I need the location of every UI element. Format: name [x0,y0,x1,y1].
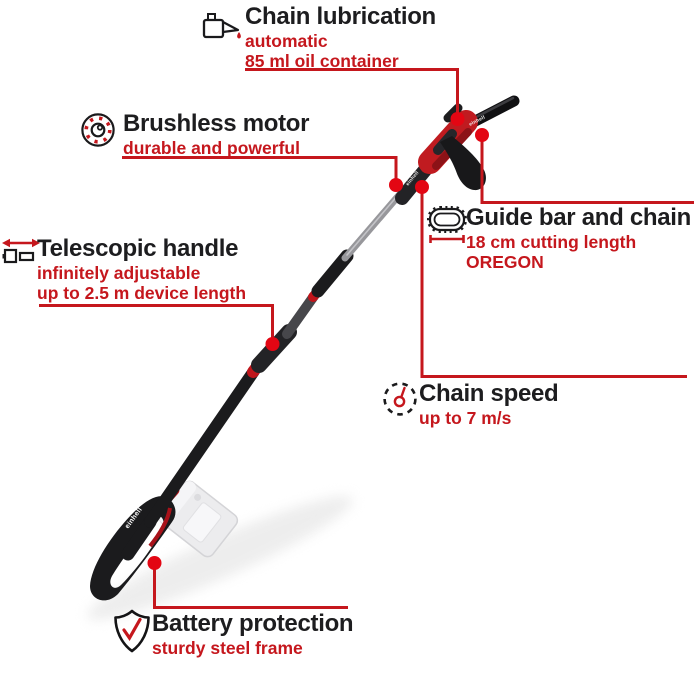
feature-title: Battery protection [152,610,354,637]
feature-title: Brushless motor [123,110,310,137]
telescopic-arrows-icon [2,236,40,271]
feature-subtitle: infinitely adjustable up to 2.5 m device… [37,263,247,303]
callout-connectors [39,68,694,609]
callout-dot-battery-protection [147,556,162,570]
speedometer-icon [382,381,418,422]
feature-subtitle: durable and powerful [123,138,309,159]
feature-line: up to 2.5 m device length [37,282,247,303]
callout-guide-bar-and-chain: Guide bar and chain 18 cm cutting length… [466,204,691,272]
brushless-motor-icon [80,112,116,153]
callout-brushless-motor: Brushless motor durable and powerful [123,110,310,159]
feature-line: 18 cm cutting length [466,232,637,252]
feature-title: Chain lubrication [245,3,436,30]
feature-line: 85 ml oil container [245,50,399,71]
feature-subtitle: sturdy steel frame [152,638,353,659]
feature-line: durable and powerful [123,138,300,158]
guide-bar-icon [427,206,467,251]
callout-dot-brushless-motor [389,178,403,192]
callout-chain-speed: Chain speed up to 7 m/s [419,380,559,429]
feature-line: up to 7 m/s [419,408,512,428]
callout-line-guide-bar [480,141,694,204]
feature-subtitle: 18 cm cutting length OREGON [466,232,691,272]
feature-line: OREGON [466,251,544,272]
feature-subtitle: automatic 85 ml oil container [245,31,436,71]
trigger-grip [440,136,486,191]
callout-dot-telescopic-handle [265,337,280,351]
feature-title: Telescopic handle [37,235,239,262]
callout-dots [147,112,489,570]
callout-dot-guide-bar [475,128,489,142]
feature-line: sturdy steel frame [152,638,303,658]
feature-title: Chain speed [419,380,559,407]
callout-dot-chain-lubrication [450,112,465,126]
pole [121,176,416,561]
callout-line-telescopic-handle [39,304,274,338]
callout-line-chain-lubrication [245,68,459,113]
feature-line: infinitely adjustable [37,263,201,283]
callout-dot-chain-speed [415,180,429,194]
callout-telescopic-handle: Telescopic handle infinitely adjustable … [37,235,246,303]
feature-line: automatic [245,31,328,51]
shield-check-icon [113,609,151,658]
callout-line-battery-protection [153,569,348,609]
callout-chain-lubrication: Chain lubrication automatic 85 ml oil co… [245,3,436,71]
chainsaw-head [395,95,520,205]
feature-title: Guide bar and chain [466,204,692,231]
feature-subtitle: up to 7 m/s [419,408,558,429]
callout-line-brushless-motor [122,156,398,179]
oil-can-icon [200,5,244,50]
callout-battery-protection: Battery protection sturdy steel frame [152,610,354,659]
callout-line-chain-speed [420,193,687,378]
